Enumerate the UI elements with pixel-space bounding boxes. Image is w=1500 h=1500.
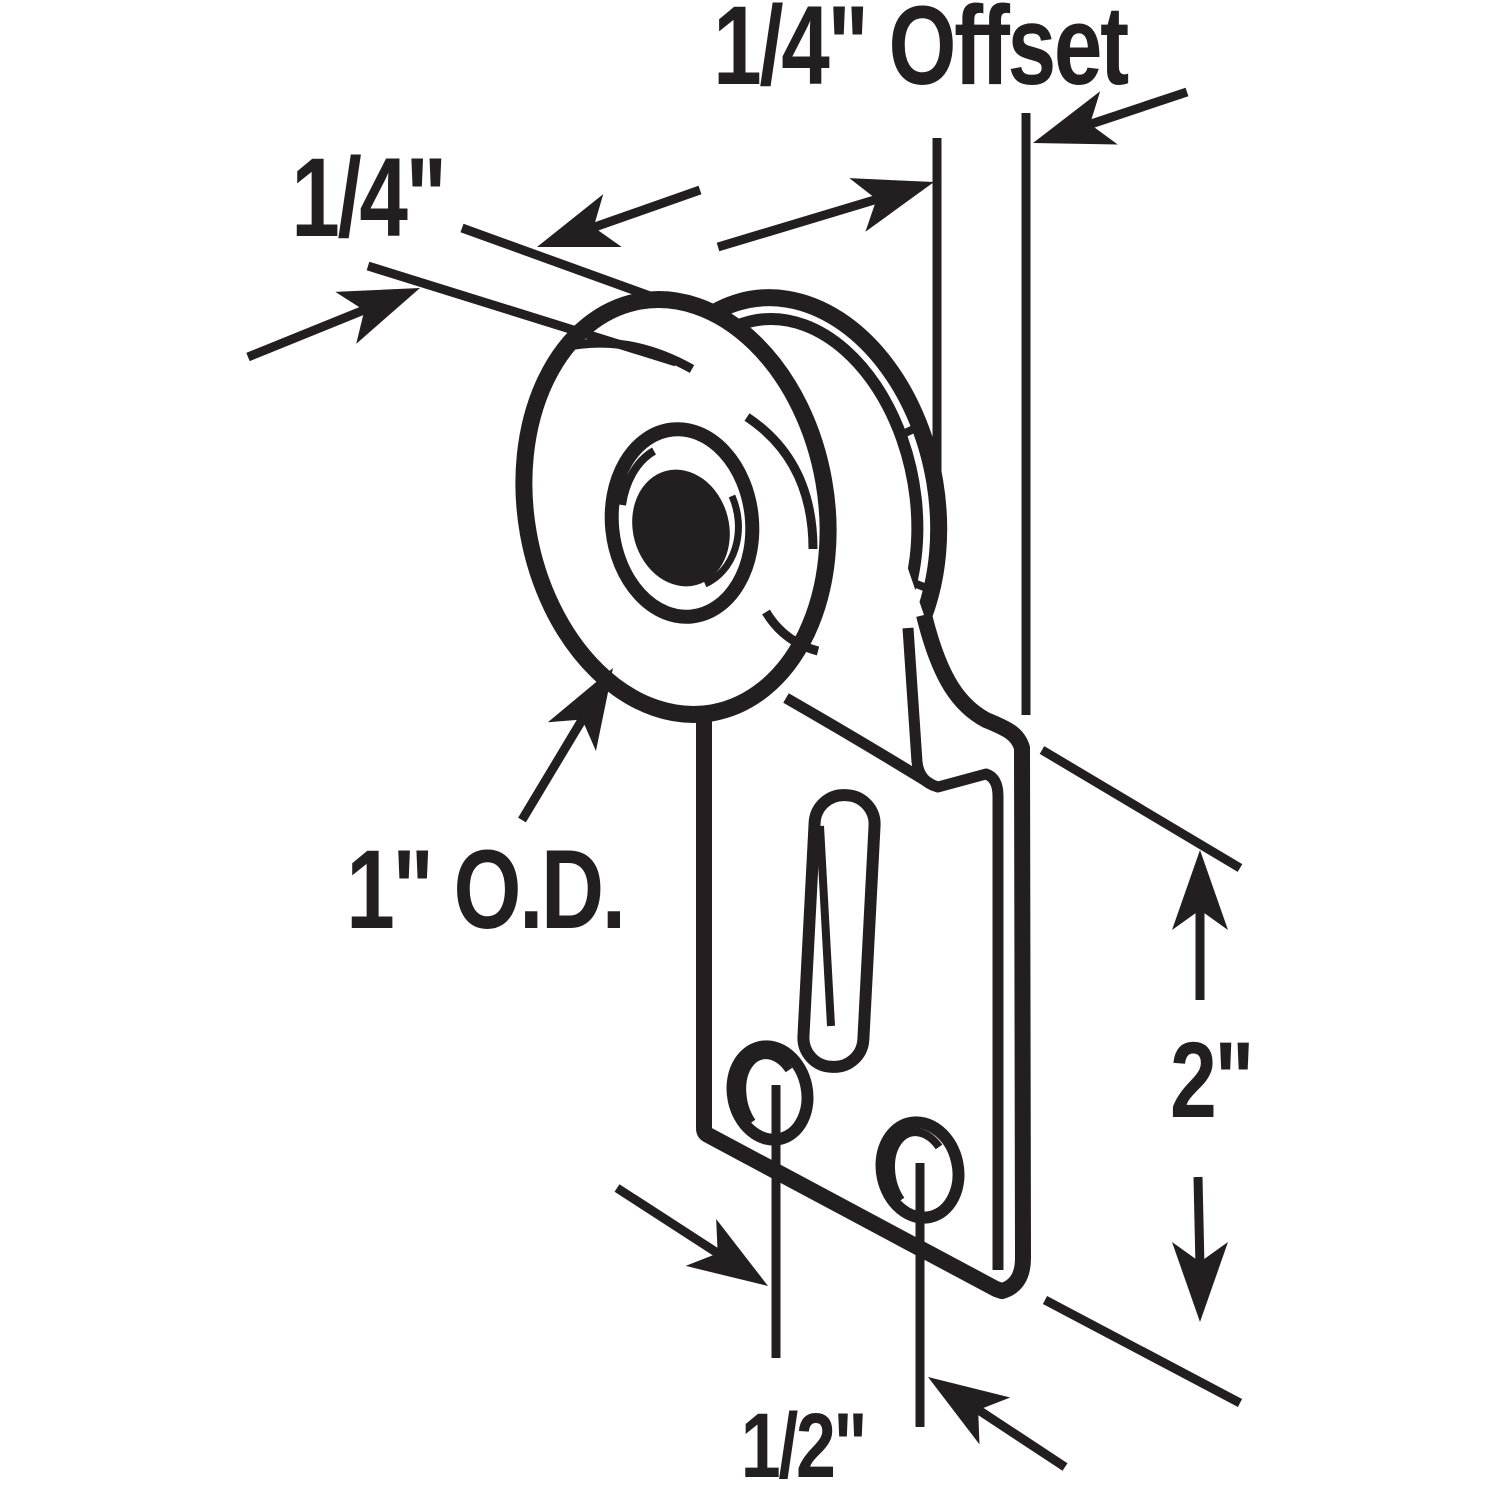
od-leader-shaft (518, 712, 589, 823)
spacing-arrow-right-shaft (971, 1403, 1068, 1471)
width-arrow-upper-shaft (587, 185, 702, 234)
dim-plate-height (1039, 746, 1243, 1407)
axle-bore-line (703, 494, 742, 588)
dim-offset (716, 87, 1189, 715)
width-arrow-lower-shaft (246, 303, 371, 362)
offset-arrow-left-shaft (716, 193, 883, 252)
dim-hole-spacing (614, 1085, 1068, 1471)
offset-arrow-right-shaft (1083, 87, 1189, 131)
label-plate-height: 2" (1169, 1019, 1254, 1140)
spacing-arrow-left-head (685, 1218, 784, 1310)
width-extension-lower (366, 261, 678, 367)
spacing-arrow-right-head (912, 1353, 1011, 1445)
hub-chamfer-line (618, 447, 657, 506)
label-hole-spacing: 1/2" (740, 1395, 868, 1497)
offset-arrow-left-head (849, 155, 943, 232)
plate-top-edge (783, 693, 937, 791)
label-outer-diameter: 1" O.D. (346, 827, 626, 952)
groove-tick-upper (899, 421, 924, 439)
roller-wheel (515, 291, 837, 723)
slot-inner-edge (816, 825, 835, 1027)
height-extension-bottom (1042, 1296, 1243, 1407)
wheel-groove-arc-lower (762, 609, 820, 656)
axle-hole (632, 469, 730, 587)
dim-wheel-width (246, 185, 702, 367)
label-wheel-width: 1/4" (291, 135, 447, 260)
spacing-arrow-left-shaft (614, 1184, 725, 1260)
label-offset: 1/4" Offset (713, 0, 1129, 108)
dim-outer-diameter (518, 653, 638, 823)
mounting-bracket (696, 540, 1031, 1299)
mounting-slot (797, 789, 881, 1073)
height-extension-top (1039, 746, 1243, 872)
width-extension-upper (460, 223, 652, 301)
bracket-outline (696, 613, 1031, 1299)
groove-tick-lower (909, 578, 934, 594)
wheel-groove-arc-upper (744, 413, 818, 550)
wheel-back-rim (687, 289, 948, 618)
height-arrow-down-shaft (1193, 1176, 1205, 1268)
